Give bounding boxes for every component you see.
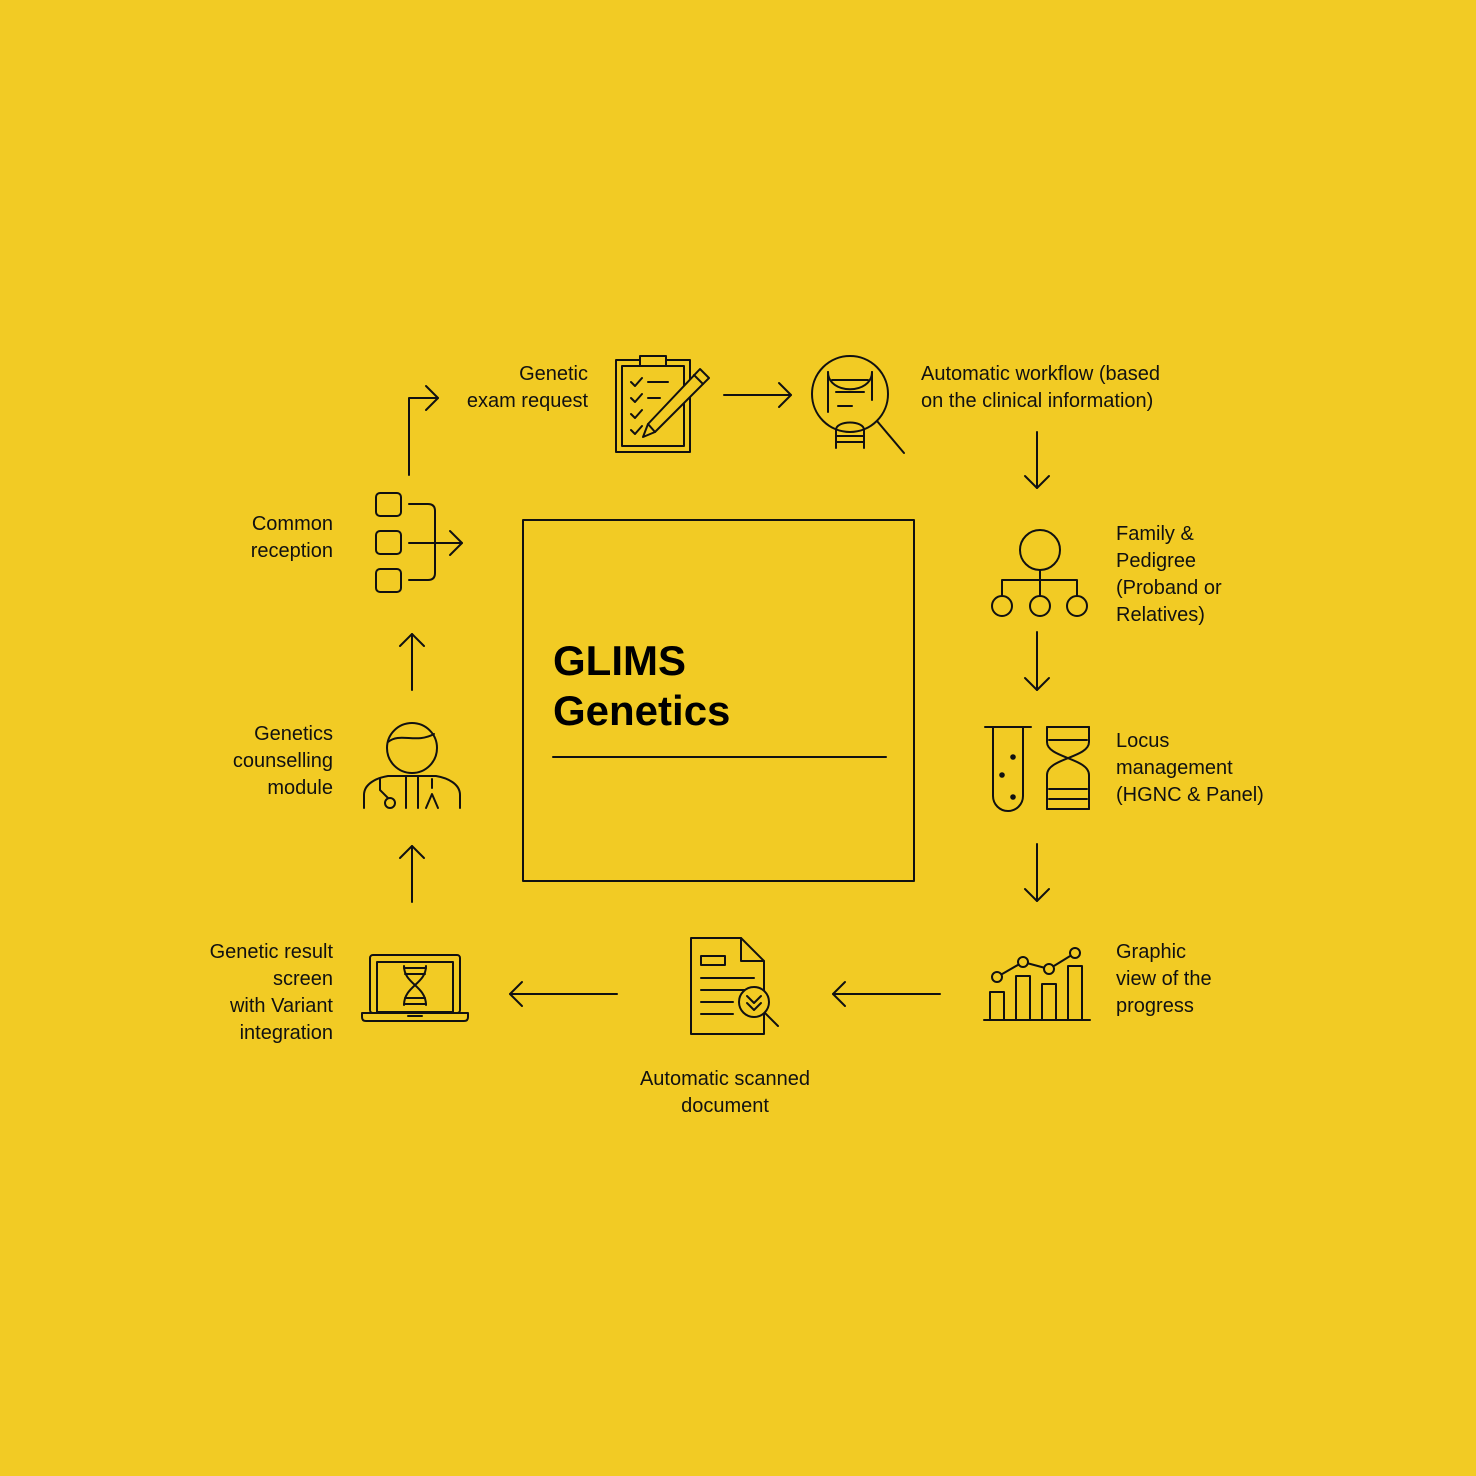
arrow-workflow-to-pedigree bbox=[1024, 431, 1050, 489]
arrow-counselling-to-reception bbox=[399, 633, 425, 691]
arrow-pedigree-to-locus bbox=[1024, 631, 1050, 691]
bar-chart-trend-icon bbox=[983, 947, 1091, 1021]
locus-management-label: Locus management (HGNC & Panel) bbox=[1116, 730, 1264, 806]
automatic-workflow-label: Automatic workflow (based on the clinica… bbox=[921, 363, 1160, 412]
arrow-result-to-counselling bbox=[399, 845, 425, 903]
laptop-dna-icon bbox=[361, 954, 469, 1022]
scanned-document-label: Automatic scanned document bbox=[639, 1068, 811, 1117]
checkbox-list-icon bbox=[375, 492, 463, 593]
family-pedigree-label: Family & Pedigree (Proband or Relatives) bbox=[1116, 523, 1222, 626]
page-title: GLIMS Genetics bbox=[553, 637, 731, 734]
common-reception-label: Common reception bbox=[250, 513, 333, 562]
arrow-locus-to-graphic bbox=[1024, 843, 1050, 902]
counselling-module-label: Genetics counselling module bbox=[232, 723, 333, 799]
pedigree-tree-icon bbox=[991, 529, 1088, 617]
clipboard-checklist-pen-icon bbox=[615, 355, 710, 453]
result-screen-label: Genetic result screen with Variant integ… bbox=[209, 941, 333, 1044]
flow-arrows bbox=[399, 382, 1050, 1007]
center-box bbox=[522, 519, 915, 882]
exam-request-label: Genetic exam request bbox=[466, 363, 588, 412]
graphic-progress-label: Graphic view of the progress bbox=[1116, 941, 1212, 1017]
arrow-exam-to-workflow bbox=[723, 382, 792, 408]
arrow-scanned-to-result bbox=[509, 981, 618, 1007]
dna-magnifier-icon bbox=[811, 355, 905, 454]
arrow-reception-to-exam bbox=[408, 385, 439, 476]
test-tube-dna-icon bbox=[984, 726, 1090, 812]
arrow-graphic-to-scanned bbox=[832, 981, 941, 1007]
document-scan-icon bbox=[690, 937, 779, 1035]
doctor-stethoscope-icon bbox=[363, 722, 461, 809]
